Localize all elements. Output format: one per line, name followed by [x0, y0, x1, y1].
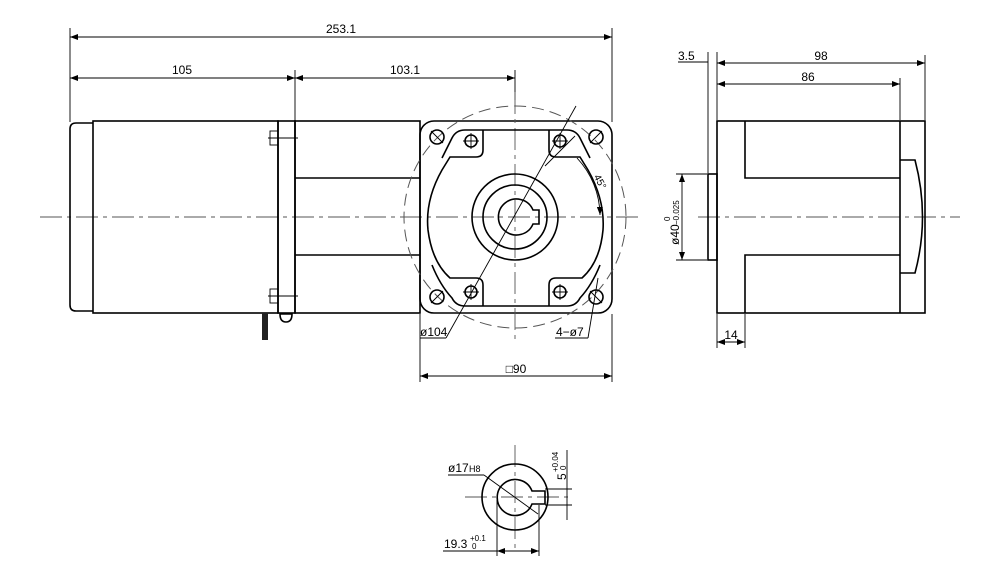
side-body: [716, 120, 926, 314]
gearbox-bolts: [463, 133, 568, 300]
keyed-bore: [497, 198, 540, 236]
motor-end-cap: [69, 122, 93, 312]
bolt-circle-leader: [445, 105, 577, 339]
key-depth-label: 19.3: [444, 537, 468, 551]
hub-outline: [481, 463, 549, 531]
overall-length-label: 253.1: [326, 22, 356, 36]
mount-hole-leader: [587, 277, 599, 339]
gearbox-length-label: 103.1: [390, 63, 420, 77]
motor-side-elevation: [40, 120, 640, 340]
bore-fit-label: H8: [469, 464, 481, 474]
end-bump: [900, 159, 924, 274]
cable-gland: [262, 313, 268, 340]
flange-end-view: ø104 45° 4−ø7 □90: [403, 92, 627, 382]
square-flange: [419, 120, 613, 314]
motor-length-label: 105: [172, 63, 192, 77]
side-total-label: 98: [814, 49, 828, 63]
key-tol-lower: 0: [559, 465, 568, 470]
key-tol-upper: +0.04: [551, 451, 560, 472]
key-width-label: 5: [555, 473, 569, 480]
gearbox-side-view: 3.5 98 86 ø40 0 −0.025 14: [663, 49, 960, 348]
keyway-bore: [496, 478, 546, 517]
pilot-tol-upper: 0: [663, 216, 672, 221]
key-depth-tol-lower: 0: [472, 542, 477, 551]
key-depth-tol-upper: +0.1: [470, 534, 486, 543]
flange-thickness-label: 14: [724, 328, 738, 342]
bolt-circle-label: ø104: [420, 325, 448, 339]
grounding-screw: [279, 313, 293, 323]
bore-detail: 5 +0.04 0 ø17 H8 19.3 +0.1 0: [443, 445, 572, 556]
pilot-tol-lower: −0.025: [672, 200, 681, 225]
pilot-length-label: 3.5: [678, 49, 695, 63]
pilot-diameter-label: ø40: [668, 224, 682, 245]
angle-label: 45°: [591, 173, 608, 192]
side-body-label: 86: [801, 70, 815, 84]
gearbox-face-outline: [426, 129, 605, 307]
bore-diameter-label: ø17: [448, 461, 469, 475]
output-hub: [482, 184, 548, 250]
mount-holes-label: 4−ø7: [556, 325, 584, 339]
output-boss: [471, 173, 559, 261]
top-dimensions: 253.1 105 103.1: [69, 22, 613, 122]
flange-square-label: □90: [506, 362, 527, 376]
